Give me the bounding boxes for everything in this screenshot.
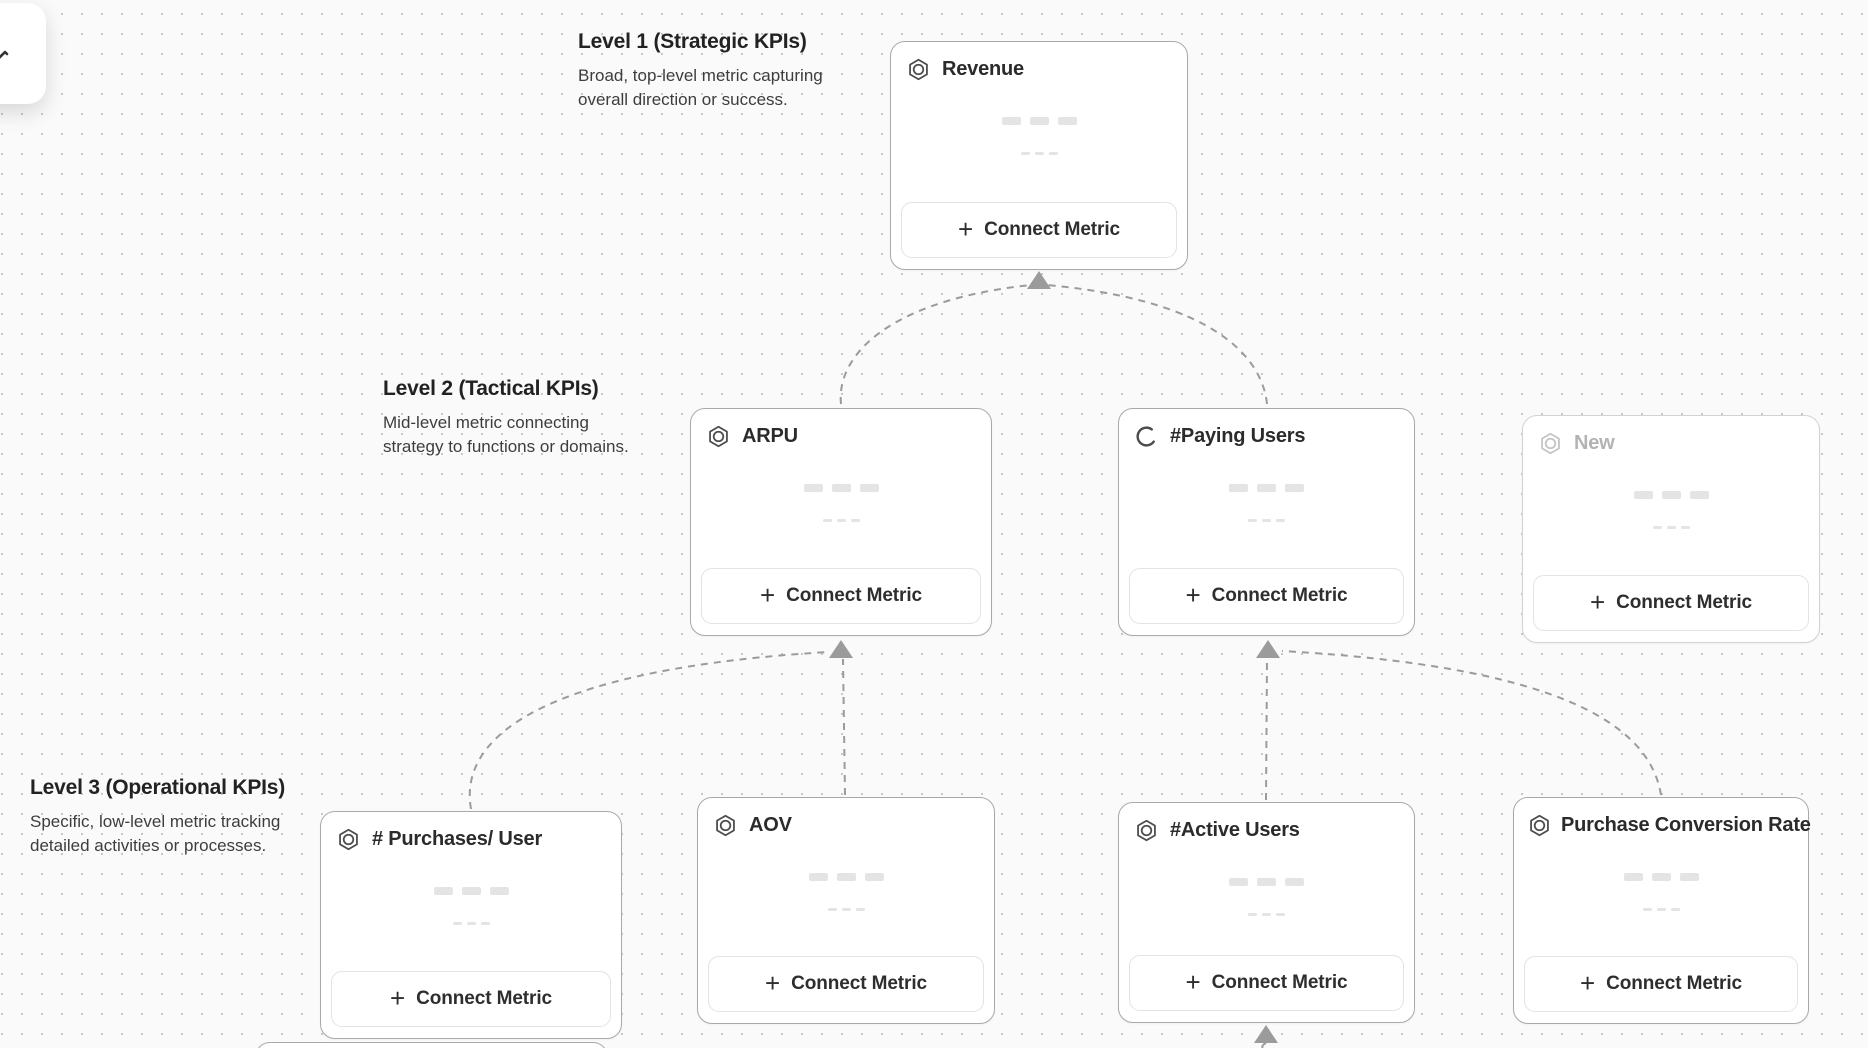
card-title: Revenue — [942, 58, 1024, 80]
connect-metric-button[interactable]: + Connect Metric — [701, 568, 981, 624]
connect-metric-button[interactable]: + Connect Metric — [1129, 568, 1404, 624]
loading-spinner-icon — [1136, 426, 1157, 447]
plus-icon: + — [1185, 967, 1201, 997]
connect-metric-button[interactable]: + Connect Metric — [1129, 955, 1404, 1011]
card-title: AOV — [749, 814, 792, 836]
plus-icon: + — [1580, 968, 1596, 998]
metric-value-skeleton — [1119, 484, 1414, 522]
card-header: #Active Users — [1119, 803, 1414, 843]
kpi-card-new[interactable]: New + Connect Metric — [1522, 415, 1820, 643]
level-2-label: Level 2 (Tactical KPIs) Mid-level metric… — [383, 377, 645, 459]
cursor-glyph-icon — [0, 50, 9, 59]
level-3-label: Level 3 (Operational KPIs) Specific, low… — [30, 776, 292, 858]
kpi-card-purchases-per-user[interactable]: # Purchases/ User + Connect Metric — [320, 811, 622, 1039]
level-1-label: Level 1 (Strategic KPIs) Broad, top-leve… — [578, 30, 840, 112]
level-1-title: Level 1 (Strategic KPIs) — [578, 30, 807, 53]
card-header: ARPU — [691, 409, 991, 449]
connector-purchases-to-arpu — [468, 651, 829, 810]
connect-metric-label: Connect Metric — [1211, 585, 1348, 606]
plus-icon: + — [958, 214, 974, 244]
metric-hexagon-icon — [709, 425, 728, 448]
plus-icon: + — [390, 983, 406, 1013]
card-header: AOV — [698, 798, 994, 838]
metric-value-skeleton — [698, 873, 994, 911]
metric-hexagon-icon — [339, 828, 358, 851]
metric-value-skeleton — [1119, 878, 1414, 916]
kpi-card-active-users[interactable]: #Active Users + Connect Metric — [1118, 802, 1415, 1023]
card-header: Revenue — [891, 42, 1187, 82]
card-header: #Paying Users — [1119, 409, 1414, 449]
connect-metric-button[interactable]: + Connect Metric — [1533, 575, 1809, 631]
connect-metric-label: Connect Metric — [416, 988, 552, 1009]
card-title: ARPU — [742, 425, 798, 447]
level-1-description: Broad, top-level metric capturing overal… — [578, 66, 823, 109]
card-title: New — [1574, 432, 1615, 454]
arrowhead-arpu — [829, 640, 853, 658]
kpi-card-paying-users[interactable]: #Paying Users + Connect Metric — [1118, 408, 1415, 636]
connect-metric-button[interactable]: + Connect Metric — [708, 956, 984, 1012]
card-header: Purchase Conversion Rate — [1514, 798, 1811, 838]
metric-value-skeleton — [321, 887, 621, 925]
kpi-card-revenue[interactable]: Revenue + Connect Metric — [890, 41, 1188, 270]
kpi-card-aov[interactable]: AOV + Connect Metric — [697, 797, 995, 1024]
card-title: #Paying Users — [1170, 425, 1306, 447]
connect-metric-label: Connect Metric — [1211, 972, 1348, 993]
metric-hexagon-icon — [716, 814, 735, 837]
metric-hexagon-icon — [1541, 432, 1560, 455]
connector-pcr-to-payingusers — [1281, 650, 1662, 796]
card-title: # Purchases/ User — [372, 828, 543, 850]
level-3-title: Level 3 (Operational KPIs) — [30, 776, 286, 799]
metric-value-skeleton — [1523, 491, 1819, 529]
connector-arpu-to-revenue — [839, 284, 1032, 405]
kpi-card-arpu[interactable]: ARPU + Connect Metric — [690, 408, 992, 636]
connect-metric-label: Connect Metric — [1616, 592, 1752, 613]
metric-hexagon-icon — [909, 58, 928, 81]
plus-icon: + — [1185, 580, 1201, 610]
connect-metric-label: Connect Metric — [984, 219, 1120, 240]
plus-icon: + — [765, 968, 781, 998]
connect-metric-label: Connect Metric — [786, 585, 922, 606]
kpi-card-purchase-conversion-rate[interactable]: Purchase Conversion Rate + Connect Metri… — [1513, 797, 1811, 1024]
card-title: #Active Users — [1170, 819, 1300, 841]
card-title: Purchase Conversion Rate — [1561, 814, 1811, 836]
connector-payingusers-to-revenue — [1046, 284, 1268, 405]
level-3-description: Specific, low-level metric tracking deta… — [30, 812, 281, 855]
arrowhead-activeusers — [1254, 1025, 1278, 1043]
plus-icon: + — [760, 580, 776, 610]
metric-value-skeleton — [891, 117, 1187, 155]
level-2-description: Mid-level metric connecting strategy to … — [383, 413, 629, 456]
connect-metric-label: Connect Metric — [1606, 973, 1742, 994]
connect-metric-button[interactable]: + Connect Metric — [901, 202, 1177, 258]
kpi-card-partial[interactable] — [255, 1042, 608, 1048]
level-2-title: Level 2 (Tactical KPIs) — [383, 377, 599, 400]
card-header: New — [1523, 416, 1819, 456]
connector-activeusers-to-payingusers — [1265, 658, 1268, 801]
metric-hexagon-icon — [1137, 819, 1156, 842]
connect-metric-button[interactable]: + Connect Metric — [1524, 956, 1798, 1012]
card-header: # Purchases/ User — [321, 812, 621, 852]
arrowhead-payingusers — [1256, 640, 1280, 658]
metric-value-skeleton — [1514, 873, 1808, 911]
connect-metric-button[interactable]: + Connect Metric — [331, 971, 611, 1027]
floating-panel[interactable] — [0, 3, 46, 104]
connect-metric-label: Connect Metric — [791, 973, 927, 994]
arrowhead-revenue — [1027, 271, 1051, 289]
metric-hexagon-icon — [1530, 814, 1549, 837]
connector-offscreen-to-activeusers — [1261, 1042, 1267, 1048]
plus-icon: + — [1590, 587, 1606, 617]
metric-value-skeleton — [691, 484, 991, 522]
connector-aov-to-arpu — [842, 658, 846, 796]
